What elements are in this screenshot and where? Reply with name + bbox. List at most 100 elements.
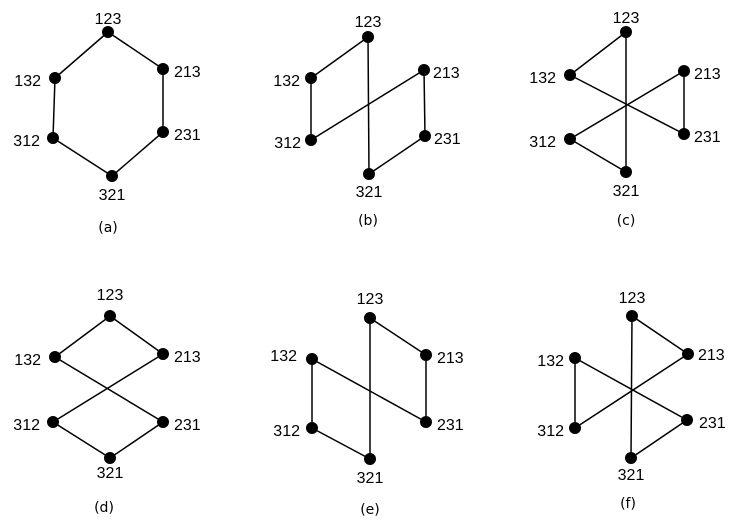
graph-f-node-label-213: 213	[698, 347, 725, 364]
graph-f-node-label-123: 123	[619, 290, 646, 307]
graph-a-node-312	[47, 132, 59, 144]
graph-c-node-label-321: 321	[613, 183, 640, 200]
graph-a-edge-123-213	[107, 31, 164, 70]
graph-f-node-label-132: 132	[537, 353, 564, 370]
graph-b-node-label-213: 213	[433, 65, 460, 82]
graph-d-edge-231-321	[109, 421, 164, 459]
graph-c-edge-312-321	[569, 138, 627, 173]
graph-f-node-label-231: 231	[699, 415, 726, 432]
graph-d-node-label-231: 231	[174, 417, 201, 434]
graph-c-caption: (c)	[617, 213, 636, 229]
graph-e-edge-123-213	[369, 317, 427, 356]
graph-c-node-312	[564, 133, 576, 145]
graph-e-node-label-321: 321	[357, 470, 384, 487]
graph-b-edge-312-213	[310, 69, 425, 141]
graph-d-node-231	[157, 416, 169, 428]
graph-e-node-132	[306, 353, 318, 365]
graph-f-node-123	[626, 310, 638, 322]
graph-d-node-label-123: 123	[97, 287, 124, 304]
graph-d-node-label-132: 132	[14, 352, 41, 369]
graph-d-edge-123-132	[54, 315, 111, 358]
graph-c-node-321	[620, 166, 632, 178]
graph-a-node-label-213: 213	[174, 64, 201, 81]
graph-b-node-321	[363, 168, 375, 180]
graph-c-node-213	[678, 65, 690, 77]
graph-e-node-213	[420, 349, 432, 361]
graph-f-node-312	[569, 422, 581, 434]
graph-d-node-321	[104, 452, 116, 464]
graph-d-edge-123-213	[109, 315, 164, 355]
graph-b-edge-213-231	[423, 69, 426, 137]
graph-e-node-231	[420, 416, 432, 428]
graph-c-edge-123-132	[569, 31, 627, 76]
graph-f-edge-132-231	[574, 357, 688, 421]
graph-b-node-312	[305, 134, 317, 146]
graph-a-edge-132-123	[54, 31, 109, 79]
graph-c-node-label-213: 213	[694, 66, 721, 83]
graph-e-node-312	[306, 422, 318, 434]
graph-a-node-132	[49, 72, 61, 84]
graph-a-node-231	[157, 126, 169, 138]
graph-f-node-label-321: 321	[618, 467, 645, 484]
graph-f-node-231	[681, 414, 693, 426]
graph-d-node-label-312: 312	[13, 417, 40, 434]
graph-a-edge-321-312	[52, 137, 113, 177]
graph-b-caption: (b)	[358, 213, 378, 229]
graph-c-node-231	[678, 128, 690, 140]
graph-e-node-label-132: 132	[270, 348, 297, 365]
graph-f-node-213	[682, 348, 694, 360]
graph-d-node-label-213: 213	[174, 349, 201, 366]
graph-c-node-label-312: 312	[529, 134, 556, 151]
graph-e-node-321	[364, 453, 376, 465]
graph-b-node-label-132: 132	[273, 73, 300, 90]
graph-d-edge-213-312	[52, 353, 164, 423]
graph-b-node-label-231: 231	[434, 131, 461, 148]
graph-a-caption: (a)	[98, 220, 118, 236]
graph-c-node-label-132: 132	[529, 70, 556, 87]
graph-e-caption: (e)	[360, 502, 380, 518]
graph-b-node-213	[418, 64, 430, 76]
graph-f-caption: (f)	[620, 496, 636, 512]
graph-e-node-label-231: 231	[437, 417, 464, 434]
graph-d-node-123	[104, 310, 116, 322]
graph-d-node-label-321: 321	[97, 465, 124, 482]
graph-b-node-label-312: 312	[274, 135, 301, 152]
graph-f-edge-123-321	[630, 315, 633, 459]
graph-e-node-123	[364, 312, 376, 324]
graph-a-node-213	[157, 63, 169, 75]
graph-d-caption: (d)	[94, 500, 114, 516]
graph-b-edge-231-321	[368, 135, 426, 175]
graph-e-edge-231-132	[311, 358, 427, 423]
graph-a-edge-312-132	[52, 77, 56, 139]
graph-d-edge-132-231	[54, 356, 164, 423]
graph-e-node-label-312: 312	[273, 423, 300, 440]
graph-a-edge-231-321	[111, 131, 164, 177]
graph-a-node-321	[106, 170, 118, 182]
graph-e-node-label-123: 123	[357, 291, 384, 308]
graph-f-node-label-312: 312	[537, 423, 564, 440]
graph-a-node-label-123: 123	[95, 11, 122, 28]
graph-b-edge-123-321	[367, 36, 370, 175]
graph-f-edge-231-321	[630, 419, 688, 459]
graph-d-node-312	[47, 416, 59, 428]
graph-d-node-132	[49, 351, 61, 363]
graph-b-node-231	[419, 130, 431, 142]
graph-f-edge-213-312	[574, 353, 689, 429]
graph-b-node-123	[362, 31, 374, 43]
graph-c-node-label-123: 123	[613, 10, 640, 27]
graph-c-node-132	[564, 69, 576, 81]
graph-f-node-132	[569, 352, 581, 364]
graph-d-node-213	[157, 348, 169, 360]
graph-c-edge-213-312	[569, 70, 685, 140]
graph-b-node-label-123: 123	[355, 14, 382, 31]
graph-a-node-label-312: 312	[13, 133, 40, 150]
graph-a-node-123	[102, 26, 114, 38]
graph-b-edge-123-132	[310, 36, 369, 79]
graph-f-node-321	[625, 452, 637, 464]
graph-a-node-label-321: 321	[99, 187, 126, 204]
graph-c-node-123	[620, 26, 632, 38]
graph-f-edge-123-213	[631, 315, 689, 355]
graph-b-node-label-321: 321	[356, 184, 383, 201]
graph-d-edge-312-321	[52, 421, 111, 459]
